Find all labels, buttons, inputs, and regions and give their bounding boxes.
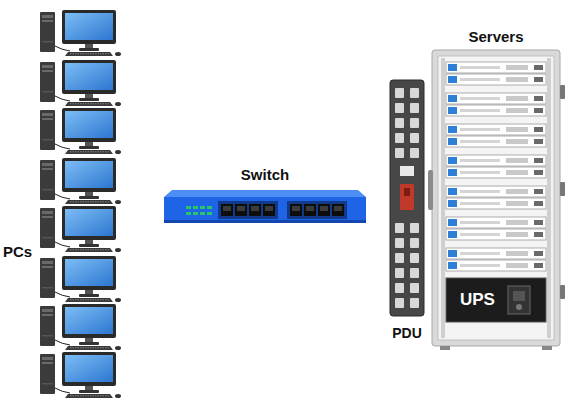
server-rack [428,50,565,350]
server-unit [446,186,546,209]
pc-icon [40,256,121,302]
device-label: Servers [468,28,523,46]
server-unit [446,124,546,147]
switch-node: Switch [163,166,367,228]
pc-icon [40,304,121,350]
server-unit [446,217,546,240]
pc-icon [40,60,121,106]
pc-icon [40,206,121,252]
server-unit [446,248,546,271]
server-unit [446,62,546,85]
pc-icon [40,352,121,398]
box-label: UPS [460,290,495,310]
pdu-device [390,80,424,316]
pc-icon [40,108,121,154]
pc-icon [40,10,121,56]
device-label: PDU [392,325,422,342]
server-unit [446,155,546,178]
server-unit [446,93,546,116]
pc-column [40,10,121,398]
pdu-node: PDU [384,78,430,342]
server-rack-node: ServersUPS [430,28,562,346]
pc-icon [40,158,121,204]
switch-device [164,190,366,223]
group-label: PCs [3,243,32,261]
device-label: Switch [241,166,289,184]
ups-box: UPS [446,278,546,322]
